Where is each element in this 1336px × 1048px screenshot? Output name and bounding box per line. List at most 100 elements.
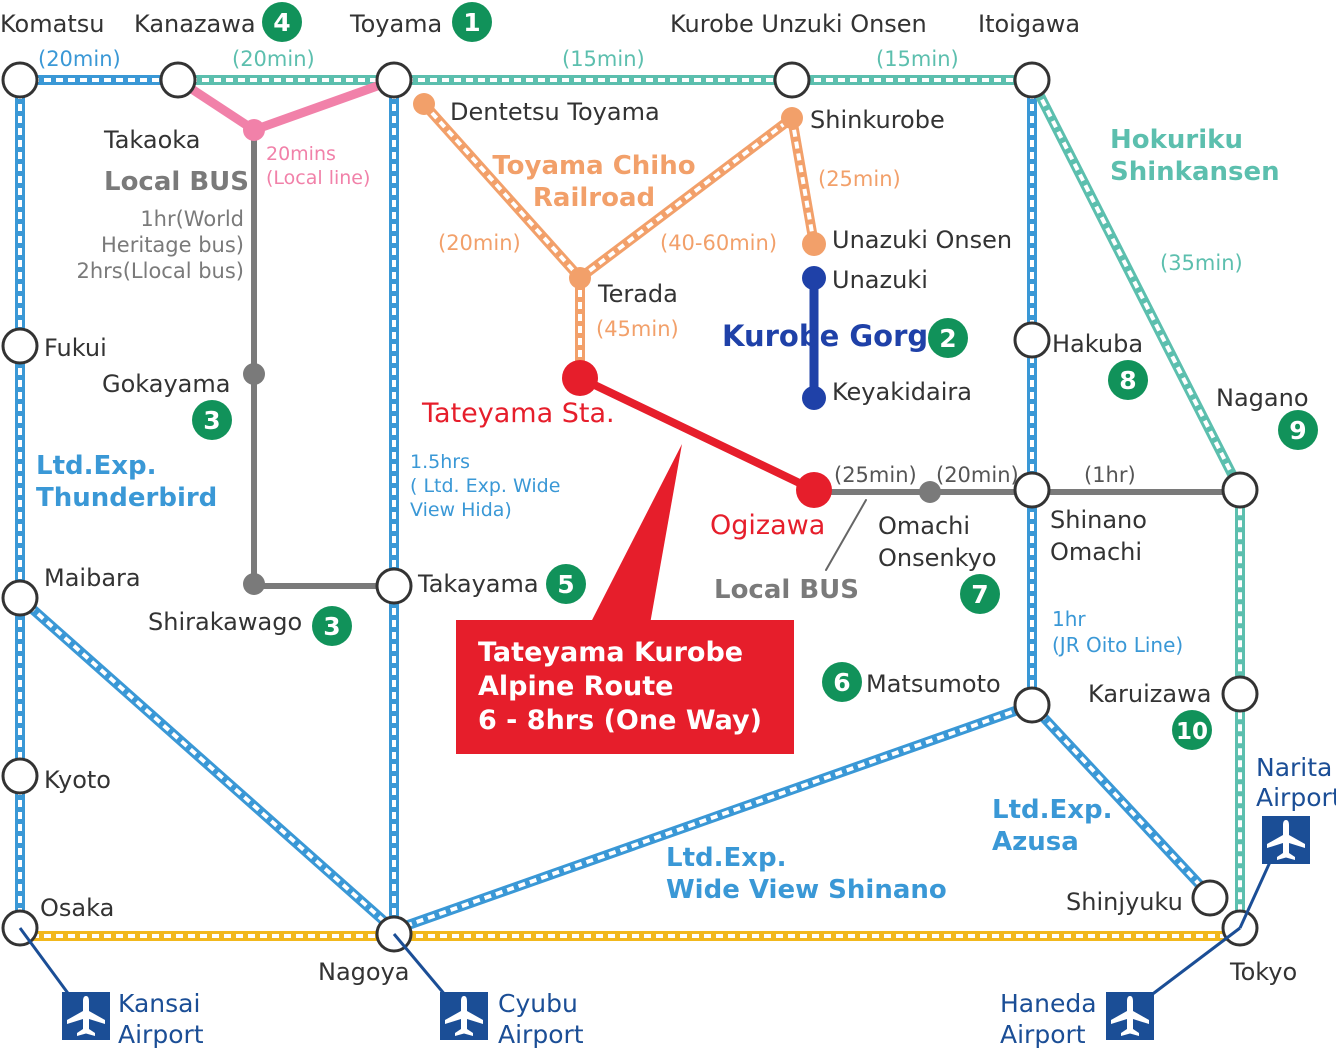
- label-komatsu: Komatsu: [0, 10, 104, 38]
- station-takayama[interactable]: [375, 567, 413, 605]
- badge-hakuba[interactable]: 8: [1108, 360, 1148, 400]
- station-fukui[interactable]: [1, 327, 39, 365]
- name-shinano-1: Ltd.Exp.: [666, 843, 787, 873]
- station-hakuba[interactable]: [1013, 321, 1051, 359]
- time-itoigawa-nagano: (35min): [1160, 251, 1243, 275]
- airport-kansai[interactable]: Kansai Airport: [62, 989, 204, 1048]
- svg-text:Airport: Airport: [1000, 1020, 1086, 1048]
- station-itoigawa[interactable]: [1013, 61, 1051, 99]
- station-matsumoto[interactable]: [1013, 686, 1051, 724]
- label-itoigawa: Itoigawa: [978, 10, 1080, 38]
- time-bus-3: 2hrs(Llocal bus): [76, 259, 244, 283]
- time-bus-2: Heritage bus): [101, 233, 244, 257]
- svg-text:3: 3: [203, 406, 220, 435]
- line-maibara-nagoya: [16, 594, 398, 934]
- number-badges: 1 4 2 3 3 5 6 7 8 9 10: [192, 2, 1318, 750]
- label-dentetsu-toyama: Dentetsu Toyama: [450, 98, 660, 126]
- local-bus-pointer: [825, 499, 867, 571]
- airport-cyubu[interactable]: Cyubu Airport: [440, 989, 584, 1048]
- svg-text:Airport: Airport: [498, 1020, 584, 1048]
- station-omachi-onsenkyo[interactable]: [919, 481, 941, 503]
- badge-karuizawa[interactable]: 10: [1172, 710, 1212, 750]
- badge-matsumoto[interactable]: 6: [822, 662, 862, 702]
- label-shinano-omachi-1: Shinano: [1050, 506, 1147, 534]
- label-shinkurobe: Shinkurobe: [810, 106, 945, 134]
- badge-omachi-onsenkyo[interactable]: 7: [960, 574, 1000, 614]
- airport-narita[interactable]: Narita Airport: [1256, 753, 1336, 864]
- station-kanazawa[interactable]: [159, 61, 197, 99]
- time-omachi-shinano: (20min): [936, 463, 1019, 487]
- svg-text:Narita: Narita: [1256, 753, 1332, 782]
- label-gokayama: Gokayama: [102, 370, 230, 398]
- callout-line2: Alpine Route: [478, 671, 673, 702]
- time-komatsu-kanazawa: (20min): [38, 47, 121, 71]
- label-keyakidaira: Keyakidaira: [832, 378, 972, 406]
- label-kyoto: Kyoto: [44, 766, 111, 794]
- station-shirakawago[interactable]: [243, 573, 265, 595]
- time-local-line-2: (Local line): [266, 167, 370, 189]
- label-toyama: Toyama: [349, 10, 442, 38]
- badge-toyama[interactable]: 1: [452, 2, 492, 42]
- station-tateyama[interactable]: [562, 360, 598, 396]
- station-toyama[interactable]: [375, 61, 413, 99]
- badge-kurobe-gorge[interactable]: 2: [928, 318, 968, 358]
- station-terada[interactable]: [569, 267, 591, 289]
- station-unazuki[interactable]: [802, 266, 826, 290]
- name-local-bus-ogizawa: Local BUS: [714, 575, 859, 605]
- badge-gokayama[interactable]: 3: [192, 400, 232, 440]
- station-komatsu[interactable]: [1, 61, 39, 99]
- airports: Kansai Airport Cyubu Airport Haneda Airp…: [18, 753, 1336, 1048]
- svg-text:Cyubu: Cyubu: [498, 989, 578, 1018]
- svg-text:9: 9: [1289, 416, 1306, 445]
- station-kurobe-unazuki-onsen[interactable]: [773, 61, 811, 99]
- station-dentetsu-toyama[interactable]: [413, 93, 435, 115]
- station-shinjyuku[interactable]: [1191, 879, 1229, 917]
- label-terada: Terada: [597, 280, 678, 308]
- station-takaoka[interactable]: [243, 119, 265, 141]
- label-shirakawago: Shirakawago: [148, 608, 302, 636]
- station-karuizawa[interactable]: [1221, 675, 1259, 713]
- airport-haneda[interactable]: Haneda Airport: [1000, 989, 1154, 1048]
- label-unazuki: Unazuki: [832, 266, 928, 294]
- time-dentetsu-terada: (20min): [438, 231, 521, 255]
- svg-text:1: 1: [463, 8, 480, 37]
- svg-text:Haneda: Haneda: [1000, 989, 1097, 1018]
- station-ogizawa[interactable]: [796, 472, 832, 508]
- line-alpine-route: [576, 374, 818, 494]
- station-gokayama[interactable]: [243, 363, 265, 385]
- station-markers: [1, 61, 1259, 953]
- callout-line3: 6 - 8hrs (One Way): [478, 705, 762, 736]
- badge-nagano[interactable]: 9: [1278, 410, 1318, 450]
- svg-text:Airport: Airport: [118, 1020, 204, 1048]
- time-local-line-1: 20mins: [266, 143, 336, 165]
- station-keyakidaira[interactable]: [802, 386, 826, 410]
- time-toyama-kurobe: (15min): [562, 47, 645, 71]
- label-kurobe-unazuki-onsen: Kurobe Unzuki Onsen: [670, 10, 927, 38]
- time-hida-3: View Hida): [410, 499, 512, 521]
- station-shinano-omachi[interactable]: [1013, 471, 1051, 509]
- label-takaoka: Takaoka: [103, 126, 200, 154]
- station-kyoto[interactable]: [1, 757, 39, 795]
- label-takayama: Takayama: [417, 570, 539, 598]
- badge-takayama[interactable]: 5: [546, 564, 586, 604]
- station-shinkurobe[interactable]: [781, 107, 803, 129]
- svg-text:8: 8: [1119, 366, 1136, 395]
- svg-text:2: 2: [939, 324, 956, 353]
- badge-shirakawago[interactable]: 3: [312, 606, 352, 646]
- label-tateyama: Tateyama Sta.: [421, 398, 615, 429]
- time-oito-2: (JR Oito Line): [1052, 633, 1183, 657]
- label-hakuba: Hakuba: [1052, 330, 1143, 358]
- time-labels: (20min) (20min) (15min) (15min) 20mins (…: [38, 47, 1243, 657]
- time-terada-shinkurobe: (40-60min): [660, 231, 777, 255]
- svg-text:4: 4: [273, 8, 290, 37]
- time-bus-1: 1hr(World: [140, 207, 244, 231]
- station-nagano[interactable]: [1221, 471, 1259, 509]
- small-stations: [243, 93, 941, 595]
- station-maibara[interactable]: [1, 579, 39, 617]
- badge-kanazawa[interactable]: 4: [262, 2, 302, 42]
- callout-line1: Tateyama Kurobe: [478, 637, 743, 668]
- time-hida-2: ( Ltd. Exp. Wide: [410, 475, 560, 497]
- svg-text:Kansai: Kansai: [118, 989, 200, 1018]
- station-unazuki-onsen[interactable]: [802, 232, 826, 256]
